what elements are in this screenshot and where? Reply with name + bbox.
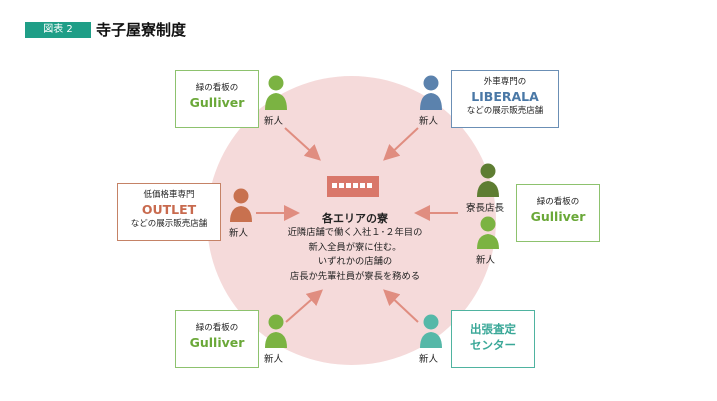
- dorm-desc-line: いずれかの店舗の: [317, 256, 393, 267]
- person-label-bottom-right: 新人: [419, 354, 439, 365]
- dorm-building-icon: [327, 176, 379, 197]
- box-brand: Gulliver: [189, 335, 245, 350]
- box-brand: センター: [470, 338, 516, 352]
- box-line: 緑の看板の: [536, 197, 580, 207]
- person-label-right-leader: 寮長店長: [466, 203, 505, 214]
- person-label-top-right: 新人: [419, 116, 439, 127]
- box-brand: 出張査定: [470, 322, 516, 336]
- store-box-mid-left: 低価格車専門 OUTLET などの展示販売店舗: [117, 183, 221, 241]
- arrow-top-right: [383, 127, 419, 161]
- figure-tag: 図表 2: [25, 22, 91, 38]
- person-icon-top-left: [265, 75, 287, 110]
- box-line: 外車専門の: [483, 77, 527, 87]
- box-line: 緑の看板の: [195, 323, 239, 333]
- dorm-desc-line: 店長か先輩社員が寮長を務める: [289, 270, 421, 282]
- store-box-mid-right: 緑の看板の Gulliver: [516, 184, 600, 242]
- dorm-title: 各エリアの寮: [322, 212, 388, 225]
- box-brand: LIBERALA: [471, 89, 539, 104]
- dorm-description: 近隣店舗で働く入社１･２年目の 新入全員が寮に住む。 いずれかの店舗の 店長か先…: [266, 226, 444, 284]
- box-brand: OUTLET: [141, 202, 197, 217]
- person-icon-mid-left: [230, 188, 252, 222]
- person-icon-top-right: [420, 75, 442, 110]
- figure-title: 寺子屋寮制度: [96, 21, 187, 39]
- dorm-desc-line: 新入全員が寮に住む。: [308, 241, 402, 253]
- store-box-bottom-left: 緑の看板の Gulliver: [175, 310, 259, 368]
- dorm-desc-line: 近隣店舗で働く入社１･２年目の: [287, 227, 423, 238]
- arrow-bottom-left: [285, 289, 323, 323]
- box-brand: Gulliver: [530, 209, 586, 224]
- store-box-bottom-right: 出張査定 センター: [451, 310, 535, 368]
- box-line: などの展示販売店舗: [466, 106, 544, 116]
- box-line: などの展示販売店舗: [130, 219, 208, 229]
- box-brand: Gulliver: [189, 95, 245, 110]
- person-label-bottom-left: 新人: [264, 354, 284, 365]
- person-label-top-left: 新人: [264, 116, 284, 127]
- person-icon-bottom-right: [420, 314, 442, 348]
- person-icon-right-newbie: [477, 216, 499, 249]
- person-icon-right-leader: [477, 163, 499, 197]
- person-icon-bottom-left: [265, 314, 287, 348]
- person-label-mid-left: 新人: [229, 228, 249, 239]
- box-line: 緑の看板の: [195, 83, 239, 93]
- person-label-right-newbie: 新人: [476, 255, 496, 266]
- box-line: 低価格車専門: [143, 190, 195, 200]
- store-box-top-right: 外車専門の LIBERALA などの展示販売店舗: [451, 70, 559, 128]
- arrow-bottom-right: [383, 289, 419, 323]
- store-box-top-left: 緑の看板の Gulliver: [175, 70, 259, 128]
- arrow-top-left: [284, 127, 321, 161]
